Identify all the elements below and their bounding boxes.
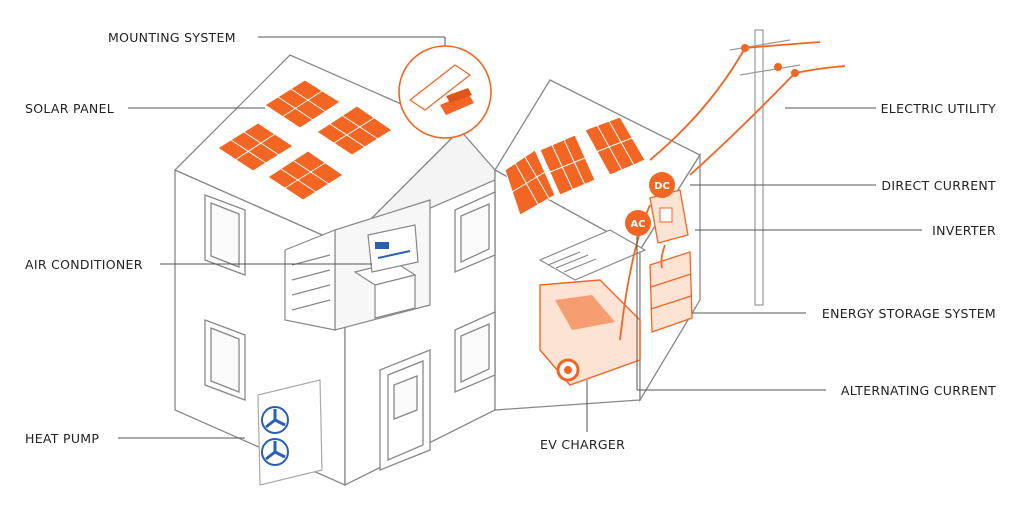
front-door xyxy=(379,349,431,471)
solar-panel xyxy=(217,122,294,172)
air-conditioner-unit xyxy=(367,224,419,273)
label-inverter: INVERTER xyxy=(932,223,996,238)
power-cables xyxy=(619,41,846,341)
label-air-conditioner: AIR CONDITIONER xyxy=(25,257,143,272)
solar-panel-array-main xyxy=(217,79,393,201)
windows xyxy=(204,190,496,401)
label-direct-current: DIRECT CURRENT xyxy=(881,178,996,193)
ac-badge-text: AC xyxy=(630,219,645,230)
ac-badge: AC xyxy=(625,210,651,236)
label-electric-utility: ELECTRIC UTILITY xyxy=(880,101,996,116)
energy-storage-unit xyxy=(649,251,693,333)
mounting-system-zoom xyxy=(398,45,492,139)
label-ev-charger: EV CHARGER xyxy=(540,437,626,452)
label-mounting-system: MOUNTING SYSTEM xyxy=(108,30,236,45)
solar-panel xyxy=(504,149,556,216)
leader-lines xyxy=(118,36,922,439)
solar-panel xyxy=(539,134,596,196)
label-energy-storage-system: ENERGY STORAGE SYSTEM xyxy=(821,306,996,321)
solar-panel xyxy=(264,79,341,129)
label-alternating-current: ALTERNATING CURRENT xyxy=(840,383,996,398)
heat-pump-unit xyxy=(257,379,323,486)
solar-panel xyxy=(267,150,344,201)
solar-panel-array-right xyxy=(504,116,646,216)
label-heat-pump: HEAT PUMP xyxy=(25,431,100,446)
dc-badge: DC xyxy=(649,172,675,198)
solar-panel xyxy=(584,116,646,176)
electric-vehicle xyxy=(539,279,641,386)
carport xyxy=(538,229,647,281)
dc-badge-text: DC xyxy=(654,181,670,192)
solar-panel xyxy=(316,105,393,156)
label-solar-panel: SOLAR PANEL xyxy=(25,101,115,116)
utility-pole xyxy=(729,29,801,306)
